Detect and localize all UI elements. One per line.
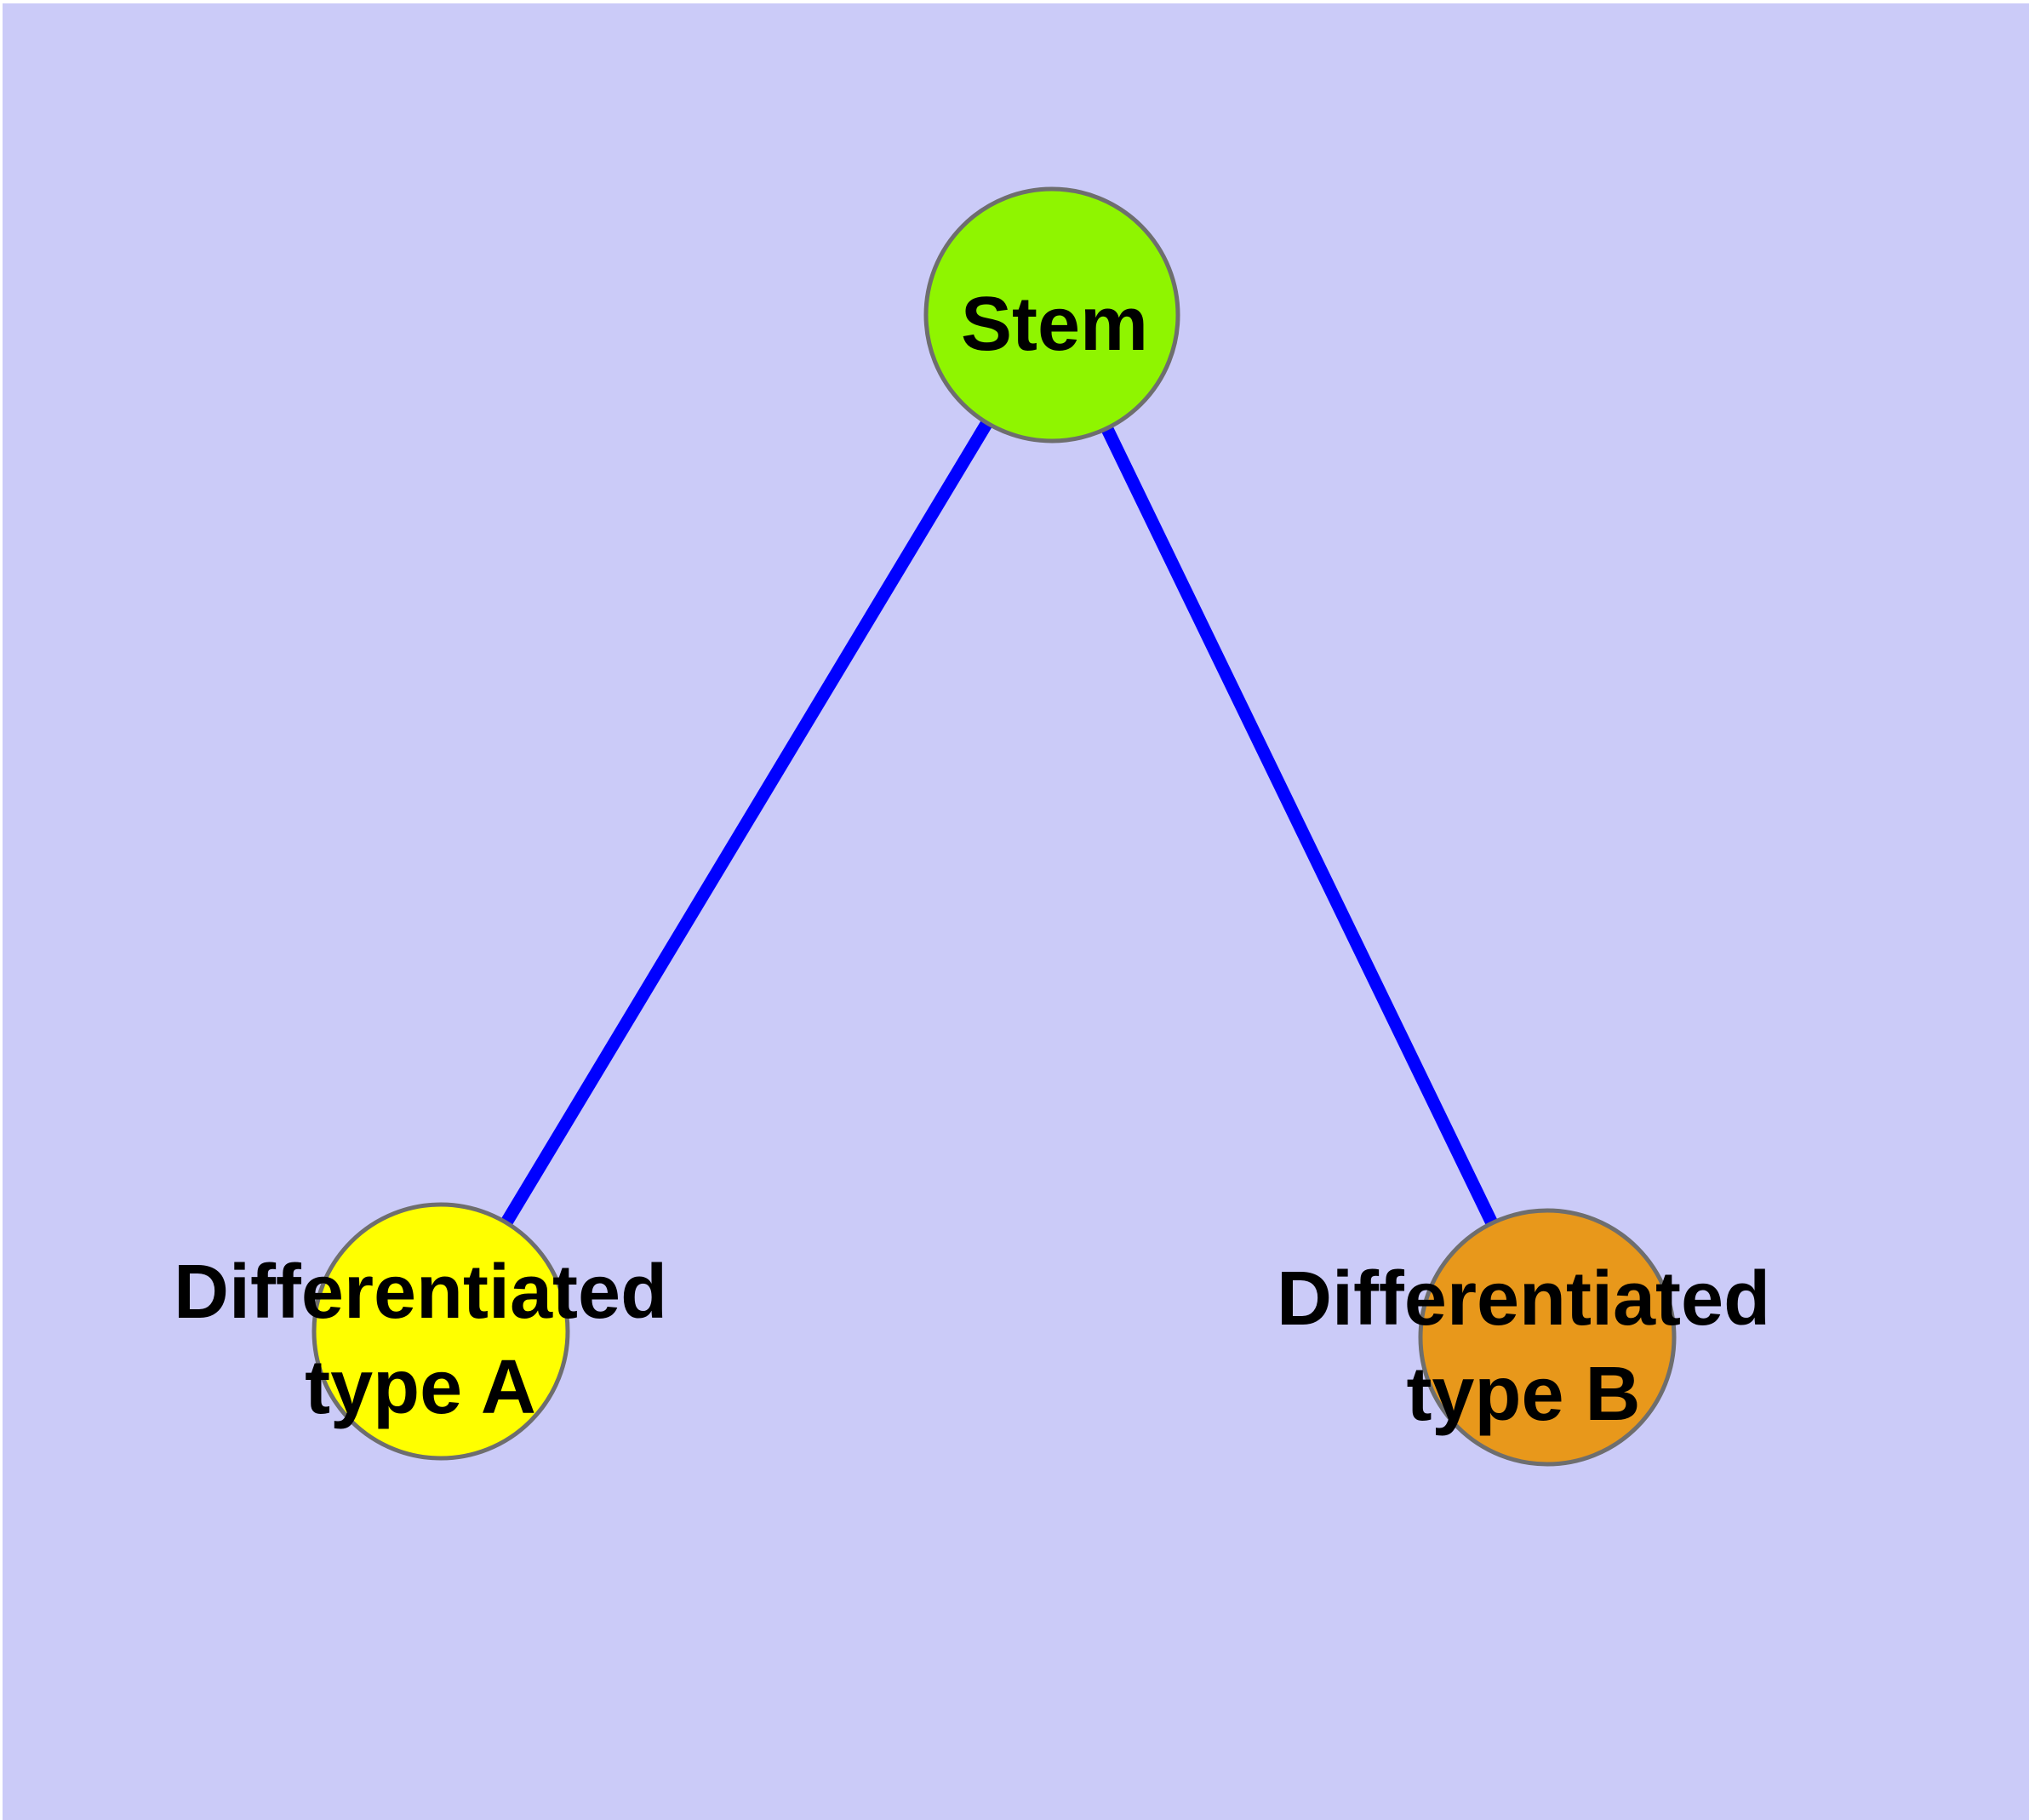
node-label-differentiated-type-b: Differentiated type B	[1276, 1256, 1771, 1437]
node-differentiated-type-b	[1418, 1208, 1677, 1467]
node-label-stem: Stem	[960, 282, 1149, 367]
edge-stem-to-type-b	[1046, 312, 1553, 1341]
node-label-differentiated-type-a: Differentiated type A	[173, 1250, 668, 1430]
node-differentiated-type-a	[311, 1202, 570, 1461]
node-stem	[923, 186, 1180, 444]
edge-stem-to-type-a	[435, 312, 1058, 1335]
